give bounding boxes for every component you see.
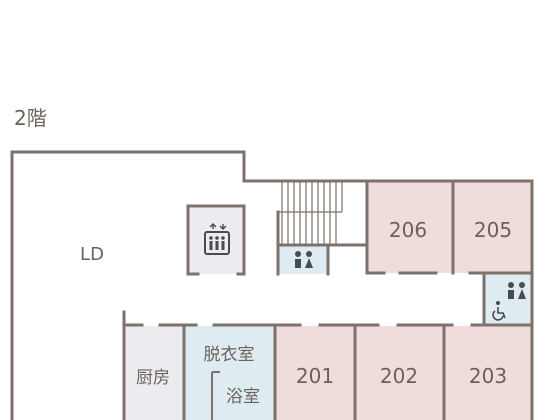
dressing-room-fill (185, 326, 274, 420)
room-label-ld: LD (80, 244, 104, 265)
room-fills (124, 181, 532, 420)
room-label-bath: 浴室 (226, 387, 260, 407)
accessible-restroom-icon (492, 282, 526, 321)
restroom-fill (279, 245, 327, 274)
room-label-201: 201 (296, 364, 334, 388)
walls (10, 150, 534, 420)
room-203-fill (445, 326, 532, 420)
room-205-fill (453, 181, 532, 273)
elevator-icon (204, 223, 230, 255)
room-labels: LD 206 205 厨房 脱衣室 浴室 201 202 203 (80, 218, 512, 407)
room-206-fill (368, 181, 452, 273)
kitchen-fill (124, 326, 183, 420)
room-label-202: 202 (380, 364, 418, 388)
floor-label: 2階 (14, 106, 47, 130)
partition-walls (211, 371, 220, 420)
room-label-dressing: 脱衣室 (204, 345, 255, 365)
room-label-203: 203 (469, 364, 507, 388)
room-202-fill (356, 326, 444, 420)
room-label-206: 206 (389, 218, 427, 242)
restroom-icon (295, 251, 313, 268)
room-label-kitchen: 厨房 (136, 368, 170, 388)
room-label-205: 205 (474, 218, 512, 242)
room-201-fill (275, 326, 355, 420)
staircase (278, 181, 343, 245)
elevator-fill (189, 206, 243, 274)
